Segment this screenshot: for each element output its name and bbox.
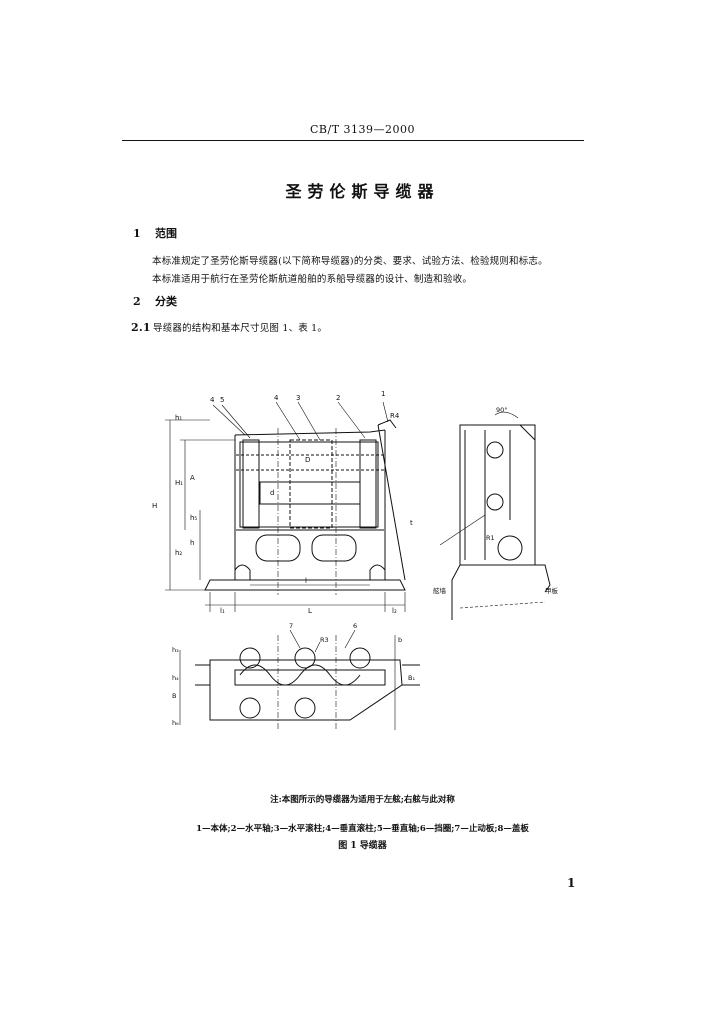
side-bolt-top (486, 441, 504, 459)
section-1-title: 范围 (155, 227, 177, 240)
plan-outline (209, 659, 403, 721)
section-2-heading: 2 分类 (133, 293, 177, 309)
plan-roller-3 (349, 647, 371, 669)
section-1-paragraph-2: 本标准适用于航行在圣劳伦斯航道船舶的系船导缆器的设计、制造和验收。 (152, 274, 473, 285)
side-deck-bend (535, 564, 551, 593)
vertical-roller-right (359, 439, 377, 529)
section-2-1-number: 2.1 (131, 321, 151, 334)
plan-roller-4 (239, 697, 261, 719)
side-plate (509, 424, 536, 520)
front-centerlines (277, 428, 337, 595)
side-round-hole (497, 535, 523, 561)
section-2-title: 分类 (155, 295, 177, 308)
label-3: 3 (296, 394, 300, 402)
plan-roller-2 (294, 647, 316, 669)
label-R3: R3 (320, 636, 329, 644)
label-l1: l₁ (220, 607, 225, 615)
label-hull: 舷墙 (433, 586, 447, 595)
plan-roller-track (234, 669, 386, 686)
plan-centerlines (277, 635, 337, 730)
label-h: h (190, 539, 194, 547)
plan-roller-1 (239, 647, 261, 669)
document-title: 圣劳伦斯导缆器 (285, 182, 440, 201)
figure-note: 注:本图所示的导缆器为适用于左舷;右舷与此对称 (270, 795, 455, 805)
plan-cable-path (239, 664, 361, 686)
label-6: 6 (353, 622, 357, 630)
label-1: 1 (381, 390, 385, 398)
fairlead-drawing: 4 5 4 3 2 1 R4 H H₁ h₁ A h₅ h h₂ D d t l… (152, 390, 559, 730)
label-t: t (410, 519, 413, 527)
plan-view (179, 629, 420, 730)
front-view (165, 401, 406, 612)
horizontal-roller (289, 439, 333, 529)
label-R4: R4 (390, 412, 400, 420)
label-D: D (305, 456, 310, 464)
front-opening-right (311, 534, 357, 562)
front-leg-right (369, 564, 386, 580)
dim-H (165, 419, 210, 591)
label-l2: l₂ (392, 607, 397, 615)
front-sloped-side (377, 424, 406, 581)
label-L: L (308, 607, 312, 615)
label-h5: h₅ (190, 514, 197, 522)
header-rule (122, 140, 584, 141)
label-h2: h₂ (175, 549, 182, 557)
label-d: d (270, 489, 274, 497)
section-1-heading: 1 范围 (133, 225, 177, 241)
plan-end-brackets (195, 664, 420, 686)
front-base-plate (204, 579, 406, 591)
label-2: 2 (336, 394, 340, 402)
side-bolt-middle (486, 493, 504, 511)
section-2-1-text: 导缆器的结构和基本尺寸见图 1、表 1。 (153, 323, 328, 334)
label-B: B (172, 692, 176, 700)
label-H1: H₁ (175, 479, 183, 487)
figure-legend: 1—本体;2—水平轴;3—水平滚柱;4—垂直滚柱;5—垂直轴;6—挡圈;7—止动… (196, 824, 529, 834)
label-angle: 90° (496, 406, 508, 414)
label-H: H (152, 502, 157, 510)
front-body-outline (234, 429, 386, 580)
side-roller (464, 430, 486, 560)
plan-dim-lines (179, 635, 396, 730)
vertical-roller-left (242, 439, 260, 529)
label-h3: h₃ (172, 646, 179, 654)
label-deck: 甲板 (545, 586, 559, 595)
side-leader (439, 514, 486, 546)
side-hull (451, 564, 461, 620)
front-leaders (212, 401, 389, 441)
section-1-number: 1 (133, 227, 141, 240)
label-h4: h₄ (172, 674, 179, 682)
label-b: b (398, 636, 402, 644)
figure-caption: 图 1 导缆器 (338, 841, 387, 851)
label-4b: 4 (210, 396, 215, 404)
dim-H1 (180, 439, 235, 530)
section-2-number: 2 (133, 295, 141, 308)
label-7: 7 (289, 622, 293, 630)
plan-roller-5 (294, 697, 316, 719)
plan-leaders (289, 629, 356, 653)
label-h1: h₁ (175, 414, 182, 422)
front-inner-frame (239, 441, 379, 528)
lower-horizontal-roller (259, 481, 361, 505)
page-number: 1 (567, 876, 576, 890)
label-h6: h₆ (172, 719, 179, 727)
front-leg-left (234, 564, 251, 580)
label-R1: R1 (486, 534, 495, 542)
label-B1: B₁ (408, 674, 415, 682)
side-deck-line (459, 601, 546, 609)
side-view (439, 411, 551, 620)
standard-code: CB/T 3139—2000 (309, 123, 416, 136)
front-top-lip (377, 419, 397, 429)
label-4: 4 (274, 394, 279, 402)
section-1-paragraph-1: 本标准规定了圣劳伦斯导缆器(以下简称导缆器)的分类、要求、试验方法、检验规则和标… (152, 256, 548, 267)
dim-L (205, 592, 406, 612)
label-A: A (190, 474, 195, 482)
side-body-outline (459, 424, 536, 566)
label-l: l (305, 577, 307, 585)
side-angle-arc (494, 411, 519, 419)
label-5: 5 (220, 396, 224, 404)
